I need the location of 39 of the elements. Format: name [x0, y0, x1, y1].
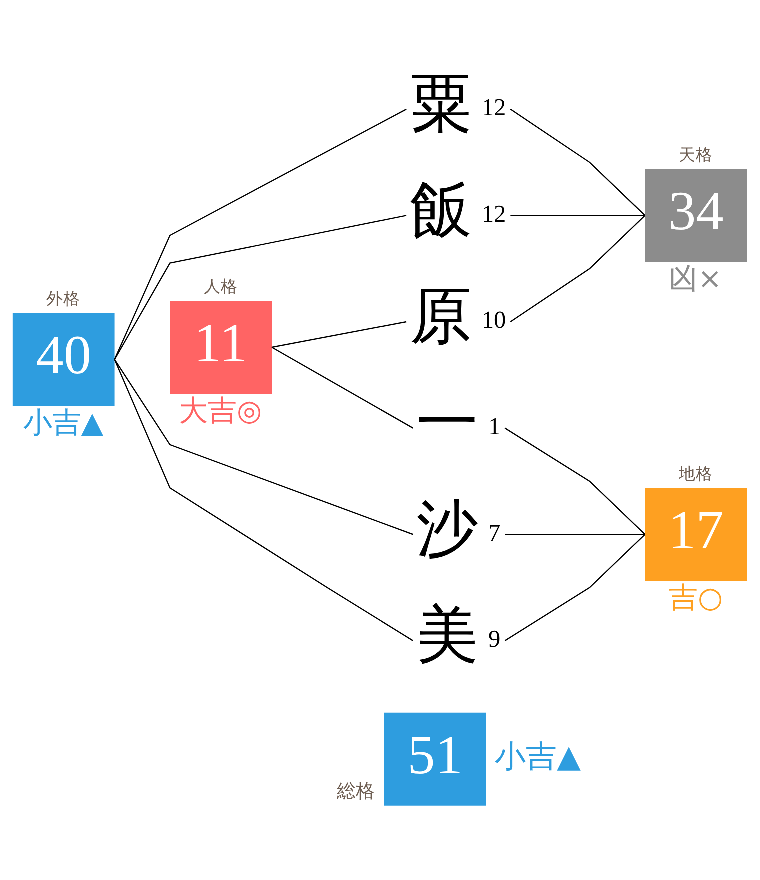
- node-label: 吉○: [669, 580, 724, 614]
- node-text: 一: [416, 385, 479, 458]
- node-label: 外格: [46, 288, 81, 308]
- node-box: 51: [384, 712, 486, 806]
- node-label: 総格: [336, 781, 375, 802]
- node-label: 12: [482, 94, 506, 122]
- node-label: 凶×: [669, 261, 722, 296]
- node-text: 粟: [410, 66, 472, 140]
- node-box: 40: [12, 312, 115, 406]
- node-box: 11: [170, 300, 272, 394]
- node-text: 美: [416, 598, 479, 671]
- connector: [272, 346, 414, 428]
- connector: [510, 214, 646, 216]
- connector: [114, 214, 407, 360]
- node-label: 9: [488, 626, 501, 653]
- node-label: 天格: [678, 144, 713, 164]
- connector: [510, 108, 646, 216]
- node-text: 飯: [410, 172, 472, 246]
- connector: [114, 108, 407, 360]
- node-box: 34: [645, 168, 748, 262]
- connector: [114, 358, 414, 641]
- node-label: 人格: [204, 276, 238, 296]
- connector: [504, 534, 646, 641]
- node-label: 小吉▲: [495, 738, 582, 775]
- node-text: 沙: [416, 491, 479, 564]
- connector: [272, 320, 407, 348]
- node-label: 10: [482, 306, 506, 334]
- connector: [505, 534, 646, 535]
- node-label: 12: [482, 200, 506, 228]
- connector: [510, 214, 646, 322]
- node-label: 7: [488, 519, 501, 546]
- node-label: 1: [488, 413, 501, 440]
- node-label: 大吉◎: [179, 392, 262, 427]
- connector: [114, 358, 414, 535]
- node-box: 17: [645, 488, 748, 581]
- node-text: 原: [410, 278, 472, 352]
- node-label: 地格: [678, 464, 713, 483]
- node-label: 小吉▲: [23, 405, 104, 440]
- connector: [504, 427, 646, 535]
